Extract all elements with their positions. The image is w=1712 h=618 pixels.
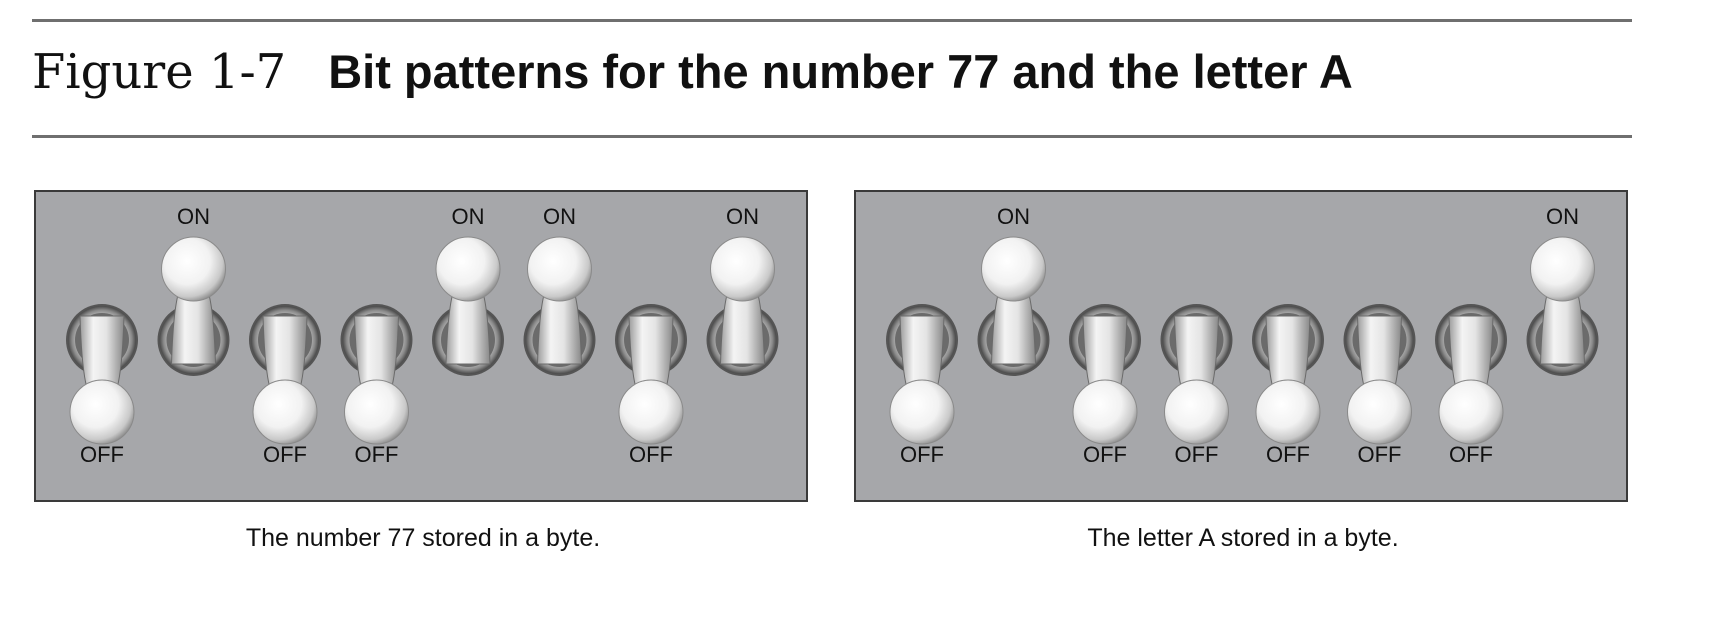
switch-label-off: OFF <box>1175 442 1219 467</box>
switch-label-off: OFF <box>900 442 944 467</box>
caption-letter-a: The letter A stored in a byte. <box>1087 524 1399 552</box>
switch-knob <box>527 236 592 302</box>
switch-knob <box>1530 236 1595 302</box>
switch-label-off: OFF <box>1083 442 1127 467</box>
panel-letter-a: OFF ON OFF OFF OFF OFF OFF ON <box>854 190 1628 502</box>
switch-knob <box>1255 379 1321 445</box>
switch-label-off: OFF <box>80 442 124 467</box>
switch-label-on: ON <box>452 204 485 229</box>
switch-label-on: ON <box>543 204 576 229</box>
panel-number-77: OFF ON OFF OFF ON ON OFF ON <box>34 190 808 502</box>
toggle-switch-8: ON <box>706 204 779 376</box>
toggle-switch-5: OFF <box>1252 304 1324 467</box>
toggle-switch-4: OFF <box>1160 304 1233 467</box>
switch-label-off: OFF <box>1266 442 1310 467</box>
figure-title-text: Bit patterns for the number 77 and the l… <box>328 45 1353 98</box>
switch-knob <box>889 379 955 445</box>
switch-bank-letter-a: OFF ON OFF OFF OFF OFF OFF ON <box>886 204 1599 467</box>
switch-label-off: OFF <box>629 442 673 467</box>
switch-knob <box>161 236 226 302</box>
switch-knob <box>1072 379 1138 445</box>
bottom-rule <box>32 135 1632 138</box>
switch-bank-number-77: OFF ON OFF OFF ON ON OFF ON <box>66 204 779 467</box>
toggle-switch-5: ON <box>432 204 504 376</box>
toggle-switch-3: OFF <box>249 304 321 467</box>
figure-label: Figure 1-7 <box>32 44 287 100</box>
switch-label-off: OFF <box>263 442 307 467</box>
toggle-switch-2: ON <box>977 204 1050 376</box>
toggle-switch-7: OFF <box>1435 304 1507 467</box>
switch-label-on: ON <box>997 204 1030 229</box>
switch-knob <box>618 379 684 445</box>
toggle-switch-8: ON <box>1526 204 1599 376</box>
switch-knob <box>344 379 409 445</box>
toggle-switch-6: ON <box>523 204 596 376</box>
switch-label-on: ON <box>177 204 210 229</box>
switch-knob <box>981 236 1046 302</box>
switch-knob <box>435 236 501 302</box>
top-rule <box>32 19 1632 22</box>
switch-knob <box>69 379 135 445</box>
switch-knob <box>1164 379 1229 445</box>
switch-label-off: OFF <box>1358 442 1402 467</box>
switch-label-on: ON <box>726 204 759 229</box>
toggle-switch-1: OFF <box>886 304 958 467</box>
switch-label-off: OFF <box>1449 442 1493 467</box>
toggle-switch-6: OFF <box>1343 304 1416 467</box>
switch-knob <box>1347 379 1412 445</box>
switch-knob <box>1438 379 1504 445</box>
switch-knob <box>710 236 775 302</box>
toggle-switch-7: OFF <box>615 304 687 467</box>
toggle-switch-3: OFF <box>1069 304 1141 467</box>
switch-label-off: OFF <box>355 442 399 467</box>
toggle-switch-2: ON <box>157 204 230 376</box>
toggle-switch-4: OFF <box>340 304 413 467</box>
switch-knob <box>252 379 318 445</box>
toggle-switch-1: OFF <box>66 304 138 467</box>
switch-label-on: ON <box>1546 204 1579 229</box>
caption-number-77: The number 77 stored in a byte. <box>245 524 601 552</box>
